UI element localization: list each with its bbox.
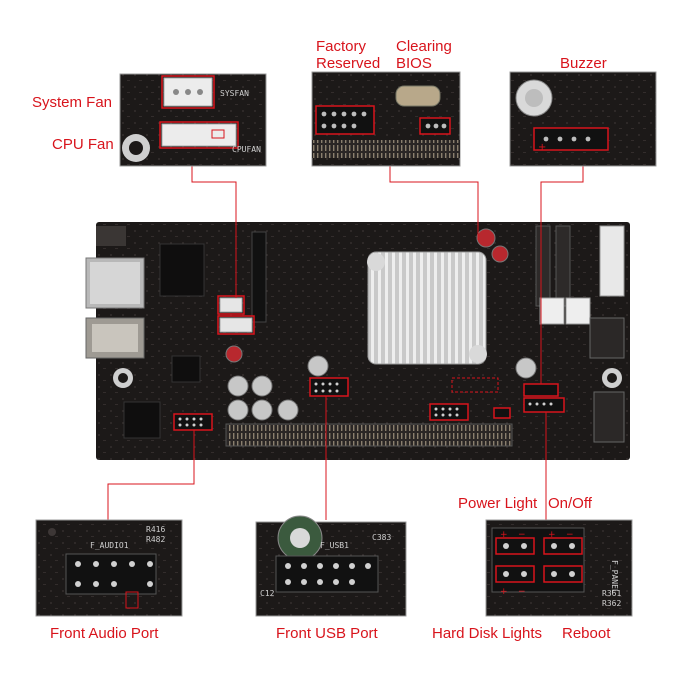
hard-disk-lights-label: Hard Disk Lights [432, 625, 543, 642]
clear-bios-highlight [493, 407, 511, 419]
factory-highlight [429, 403, 469, 421]
ram-slot [535, 225, 551, 307]
capacitors [225, 228, 537, 421]
buzzer-label: Buzzer [560, 55, 607, 72]
f-audio-silk: F_AUDIO1 [90, 541, 129, 550]
sysfan-box [161, 75, 215, 109]
sysfan-highlight [217, 295, 245, 315]
r361-silk: R361 [602, 589, 621, 598]
inset-factory-bios [311, 71, 461, 167]
usb-header-highlight [309, 377, 349, 397]
svg-text:−: − [518, 587, 526, 597]
svg-text:−: − [566, 530, 574, 540]
power-connector [599, 225, 625, 297]
inset-fans: SYSFAN CPUFAN [119, 73, 267, 167]
cpufan-highlight [217, 315, 255, 335]
factory-reserved-line1: Factory [316, 38, 367, 55]
on-off-pins [543, 537, 583, 555]
hdd-light-pins [495, 565, 535, 583]
reboot-label: Reboot [562, 625, 611, 642]
reboot-pins [543, 565, 583, 583]
chip [123, 401, 161, 439]
clearing-bios-line1: Clearing [396, 38, 452, 55]
buzzer-box [533, 127, 609, 151]
r362-silk: R362 [602, 599, 621, 608]
svg-text:+: + [500, 587, 508, 597]
sata-port [589, 317, 625, 359]
factory-reserved-label: Factory Reserved [316, 38, 380, 72]
chip [159, 243, 205, 297]
ram-slot [555, 225, 571, 307]
heatsink [367, 251, 487, 365]
svg-text:+: + [500, 530, 508, 540]
f-usb-silk: F_USB1 [320, 541, 349, 550]
factory-box [315, 105, 375, 135]
system-fan-label: System Fan [32, 94, 113, 111]
front-usb-port-label: Front USB Port [276, 625, 378, 642]
power-light-pins [495, 537, 535, 555]
buzzer-highlight [523, 383, 559, 397]
r482-silk: R482 [146, 535, 165, 544]
front-audio-port-label: Front Audio Port [50, 625, 159, 642]
cpufan-silk: CPUFAN [232, 145, 261, 154]
pcie-slot [225, 423, 513, 447]
on-off-label: On/Off [548, 495, 592, 512]
factory-reserved-line2: Reserved [316, 55, 381, 72]
inset-front-audio: F_AUDIO1 R416 R482 [35, 519, 183, 617]
inset-front-usb: F_USB1 C383 C12 [255, 515, 407, 617]
motherboard [85, 222, 630, 460]
audio-header-highlight [173, 413, 213, 431]
sata-port [593, 391, 625, 443]
clearing-bios-line2: BIOS [396, 55, 432, 72]
leader-lines [107, 165, 584, 520]
power-light-label: Power Light [458, 495, 538, 512]
c383-silk: C383 [372, 533, 391, 542]
svg-text:+: + [548, 530, 556, 540]
c12-silk: C12 [260, 589, 275, 598]
svg-text:+: + [538, 142, 546, 153]
f-panel-silk: F_PANEL [610, 560, 619, 594]
svg-text:−: − [518, 530, 526, 540]
cpufan-box [159, 121, 239, 149]
cpu-fan-label: CPU Fan [52, 136, 114, 153]
inset-front-panel: F_PANEL R361 R362 +− +− +− [485, 519, 633, 617]
sysfan-silk: SYSFAN [220, 89, 249, 98]
r416-silk: R416 [146, 525, 165, 534]
clearing-bios-label: Clearing BIOS [396, 38, 452, 72]
inset-buzzer: + [509, 71, 657, 167]
